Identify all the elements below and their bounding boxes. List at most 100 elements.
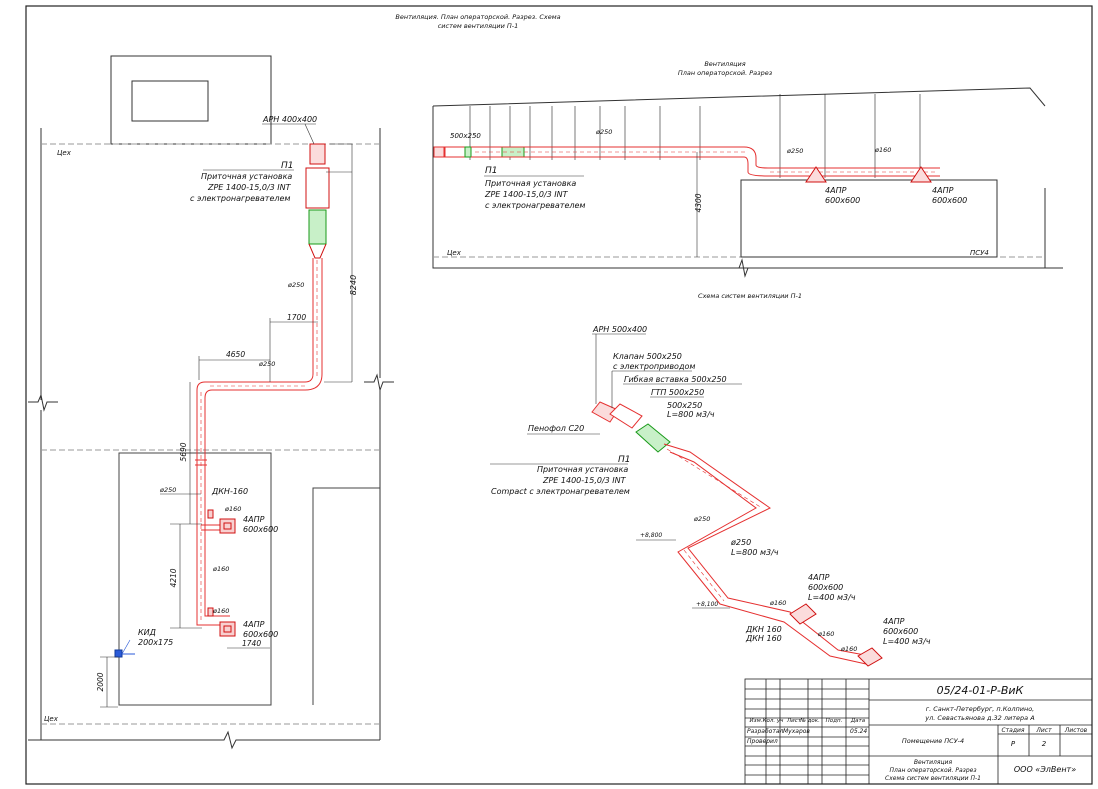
ahu-grille	[309, 143, 326, 165]
svg-text:4АПР: 4АПР	[825, 186, 847, 195]
kid-grille	[114, 649, 123, 658]
dim-label: 1700	[287, 313, 306, 322]
duct-route-section	[433, 146, 940, 177]
dim-label: 1740	[242, 639, 261, 648]
svg-text:Схема систем вентиляции П-1: Схема систем вентиляции П-1	[698, 292, 802, 300]
apr-label: 4АПР	[243, 515, 265, 524]
project-code: 05/24-01-Р-ВиК	[937, 684, 1025, 697]
svg-text:L=800 м3/ч: L=800 м3/ч	[667, 410, 715, 419]
svg-text:ДКН 160: ДКН 160	[745, 625, 782, 634]
svg-text:ø250: ø250	[693, 515, 710, 523]
svg-text:4АПР: 4АПР	[808, 573, 830, 582]
svg-text:2: 2	[1042, 740, 1047, 748]
dkn-label: ДКН-160	[211, 487, 248, 496]
svg-text:Цех: Цех	[447, 249, 462, 257]
svg-text:Лист: Лист	[1035, 727, 1052, 734]
unit-desc: ZPE 1400-15,0/3 INT	[207, 183, 292, 192]
svg-text:с электронагревателем: с электронагревателем	[485, 201, 585, 210]
svg-text:ø250: ø250	[730, 538, 751, 547]
ahu-fan	[308, 209, 327, 245]
svg-text:Подп.: Подп.	[826, 718, 843, 724]
svg-text:500х250: 500х250	[667, 401, 702, 410]
svg-text:ДКН 160: ДКН 160	[745, 634, 782, 643]
svg-text:ул. Севастьянова д.32 литера А: ул. Севастьянова д.32 литера А	[924, 714, 1034, 722]
svg-text:П1: П1	[485, 166, 498, 176]
svg-text:Дата: Дата	[850, 718, 866, 724]
dim-label: 5690	[179, 442, 188, 461]
svg-text:г. Санкт-Петербург, п.Колпино,: г. Санкт-Петербург, п.Колпино,	[926, 705, 1035, 713]
roof-opening	[131, 80, 209, 122]
svg-text:ø250: ø250	[595, 128, 612, 136]
svg-text:600х600: 600х600	[883, 627, 918, 636]
dia-label: ø250	[159, 486, 176, 494]
svg-text:АРН 500х400: АРН 500х400	[592, 325, 647, 334]
svg-text:Вентиляция. План операторской.: Вентиляция. План операторской. Разрез. С…	[395, 13, 560, 21]
diffuser-4apr	[789, 603, 817, 625]
svg-text:Листов: Листов	[1064, 727, 1088, 734]
diffuser-4apr	[219, 621, 236, 637]
duct-route-plan	[195, 258, 323, 626]
section-view: Вентиляция План операторской. Разрез Цех…	[432, 60, 1063, 278]
svg-text:L=800 м3/ч: L=800 м3/ч	[731, 548, 779, 557]
svg-text:Лист: Лист	[786, 718, 802, 724]
title-block	[744, 678, 1093, 785]
scheme-view: Схема систем вентиляции П-1 АРН 500х400 …	[490, 292, 931, 667]
dia-label: ø160	[212, 607, 229, 615]
svg-text:Р: Р	[1011, 740, 1016, 748]
roof-block	[110, 55, 272, 145]
diffuser-4apr	[910, 166, 932, 183]
svg-text:№ док.: № док.	[799, 718, 820, 724]
svg-text:Клапан 500х250: Клапан 500х250	[613, 352, 682, 361]
sheet-title: Вентиляция. План операторской. Разрез. С…	[395, 13, 560, 30]
svg-text:Вентиляция: Вентиляция	[914, 759, 953, 766]
svg-text:Разработал: Разработал	[747, 728, 784, 735]
ahu-body	[305, 167, 330, 209]
dia-label: ø160	[212, 565, 229, 573]
company-name: ООО «ЭлВент»	[1014, 765, 1076, 774]
svg-text:План операторской. Разрез: План операторской. Разрез	[889, 767, 976, 774]
kid-label: КИД	[138, 628, 156, 637]
svg-text:600х600: 600х600	[808, 583, 843, 592]
unit-desc: с электронагревателем	[190, 194, 290, 203]
duct-route-scheme	[591, 401, 871, 665]
dia-label: ø250	[258, 360, 275, 368]
zone-label: Цех	[57, 149, 72, 157]
unit-desc: Приточная установка	[201, 172, 292, 181]
svg-text:L=400 м3/ч: L=400 м3/ч	[808, 593, 856, 602]
svg-text:систем вентиляции П-1: систем вентиляции П-1	[438, 22, 519, 30]
svg-text:ø160: ø160	[817, 630, 834, 638]
svg-text:Compact с электронагревателем: Compact с электронагревателем	[491, 487, 630, 496]
dampers-dkn	[207, 509, 214, 519]
kid-label: 200х175	[138, 638, 173, 647]
svg-text:L=400 м3/ч: L=400 м3/ч	[883, 637, 931, 646]
svg-text:Приточная установка: Приточная установка	[537, 465, 628, 474]
dia-label: ø160	[224, 505, 241, 513]
dim-label: 4210	[169, 568, 178, 587]
sheet-frame	[25, 5, 1093, 785]
diffuser-4apr	[805, 166, 827, 183]
svg-text:ПСУ4: ПСУ4	[970, 249, 989, 257]
unit-tag: П1	[281, 161, 294, 171]
zone-label: Цех	[44, 715, 59, 723]
dim-label: 2000	[96, 672, 105, 691]
apr-label: 600х600	[243, 630, 278, 639]
svg-text:П1: П1	[618, 455, 631, 465]
svg-text:ø160: ø160	[874, 146, 891, 154]
svg-text:ø250: ø250	[786, 147, 803, 155]
svg-text:500х250: 500х250	[450, 132, 481, 140]
svg-text:Приточная установка: Приточная установка	[485, 179, 576, 188]
svg-text:600х600: 600х600	[932, 196, 967, 205]
svg-text:Гибкая вставка 500х250: Гибкая вставка 500х250	[624, 375, 727, 384]
arn-label: АРН 400х400	[262, 115, 317, 124]
svg-text:Пенофол С20: Пенофол С20	[528, 424, 584, 433]
apr-label: 4АПР	[243, 620, 265, 629]
svg-text:Кол. уч: Кол. уч	[763, 718, 785, 724]
dim-label: 4650	[226, 350, 245, 359]
svg-text:+8,800: +8,800	[640, 532, 662, 539]
svg-text:План операторской. Разрез: План операторской. Разрез	[678, 69, 773, 77]
dia-label: ø250	[287, 281, 304, 289]
svg-text:4300: 4300	[694, 193, 703, 212]
apr-label: 600х600	[243, 525, 278, 534]
svg-text:Помещение ПСУ-4: Помещение ПСУ-4	[902, 737, 964, 745]
